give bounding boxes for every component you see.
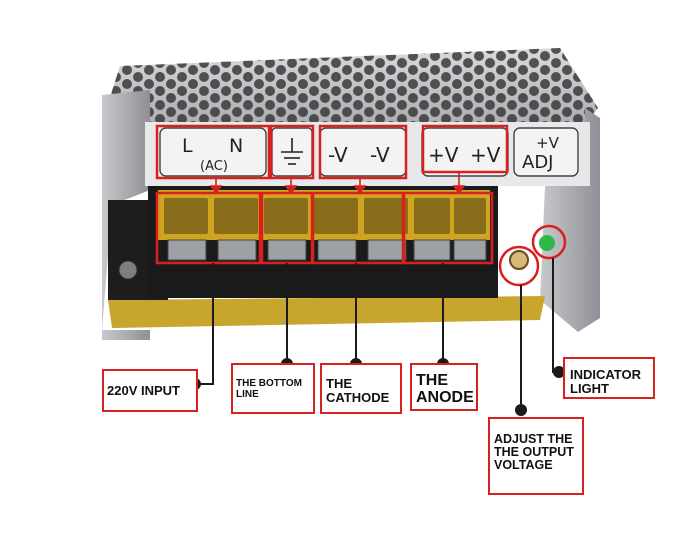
highlight-ac-label <box>155 124 271 180</box>
highlight-boxes <box>155 124 567 287</box>
label-arrows <box>209 172 466 195</box>
callout-bottom-text-2: LINE <box>236 388 259 400</box>
label-l: L <box>182 135 193 157</box>
circuit-board <box>108 296 545 328</box>
callout-input-text: 220V INPUT <box>107 383 180 398</box>
ground-icon <box>281 138 303 165</box>
label-pos-2: +V <box>470 143 501 167</box>
callout-bottom-text-1: THE BOTTOM <box>236 378 302 389</box>
callout-anode: THE ANODE <box>410 363 478 411</box>
callout-cathode: THE CATHODE <box>320 363 402 414</box>
label-neg-1: -V <box>328 143 348 167</box>
callout-bottom-line: THE BOTTOM LINE <box>231 363 315 414</box>
label-neg-2: -V <box>370 143 390 167</box>
callout-cathode-text-1: THE <box>326 376 352 391</box>
callout-light-text-2: LIGHT <box>570 380 609 396</box>
callout-220v-input: 220V INPUT <box>102 369 198 412</box>
callout-anode-text-2: ANODE <box>416 388 474 406</box>
indicator-led <box>539 235 555 251</box>
terminal-block <box>148 186 498 298</box>
callout-adjust-text-2: THE OUTPUT <box>494 445 574 460</box>
callout-adjust-voltage: ADJUST THE THE OUTPUT VOLTAGE <box>488 417 584 495</box>
label-n: N <box>229 135 243 157</box>
left-bracket <box>102 90 150 340</box>
label-pos-1: +V <box>428 143 459 167</box>
potentiometer <box>509 250 529 270</box>
highlight-positive-terminals <box>402 191 494 265</box>
highlight-positive-label <box>421 124 509 174</box>
highlight-led <box>531 224 567 260</box>
label-ac: (AC) <box>200 159 228 174</box>
top-cover <box>106 48 598 128</box>
callout-indicator-light: INDICATOR LIGHT <box>563 357 655 399</box>
highlight-ac-terminals <box>155 191 262 265</box>
highlight-ground-label <box>269 124 315 180</box>
callout-cathode-text-2: CATHODE <box>326 389 390 405</box>
callout-light-text-1: INDICATOR <box>570 367 642 382</box>
callout-anode-text-1: THE <box>416 372 448 389</box>
highlight-potentiometer <box>498 245 540 287</box>
callout-adjust-text-1: ADJUST THE <box>494 432 573 446</box>
label-adj-bottom: ADJ <box>522 152 553 173</box>
label-adj-top: +V <box>536 134 560 152</box>
highlight-negative-label <box>318 124 408 180</box>
callout-adjust-text-3: VOLTAGE <box>494 458 553 473</box>
